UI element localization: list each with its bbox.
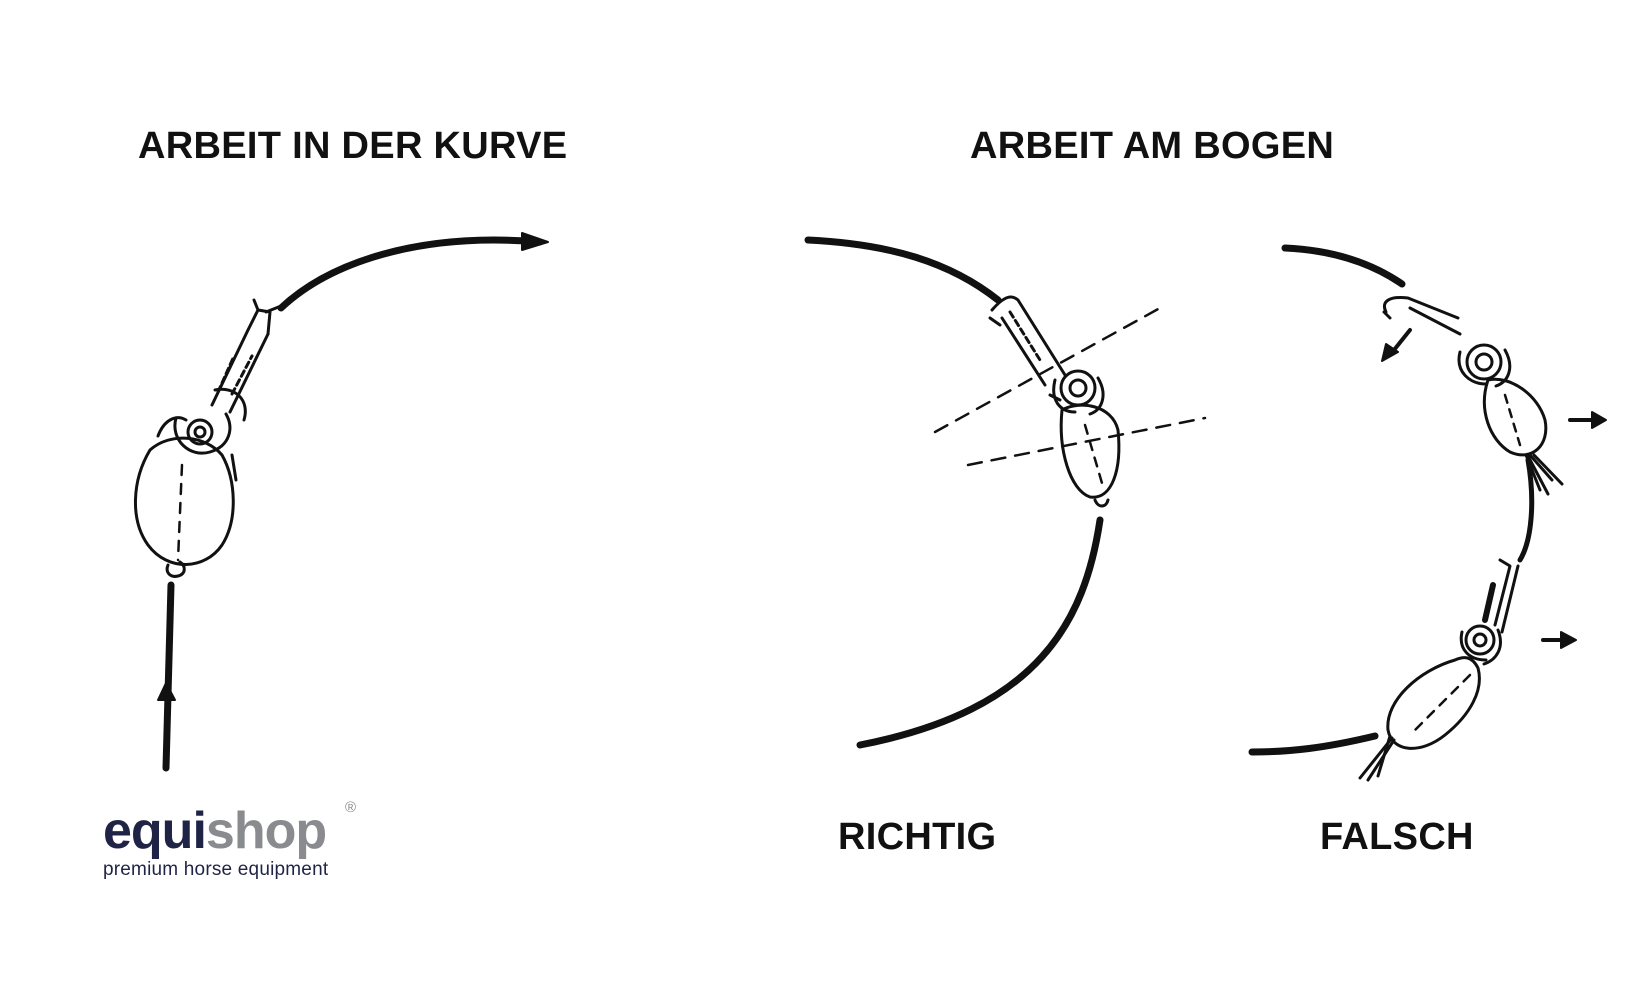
logo-brand-part2: shop: [205, 802, 327, 860]
curve-path-left: [157, 232, 549, 772]
equishop-logo: equishop ® premium horse equipment: [103, 799, 356, 881]
logo-brand-part1: equi: [103, 802, 207, 860]
arc-path-correct: [804, 236, 1104, 749]
heading-work-in-curve: ARBEIT IN DER KURVE: [138, 125, 568, 167]
heading-work-on-arc: ARBEIT AM BOGEN: [970, 125, 1335, 167]
registered-mark: ®: [345, 799, 357, 816]
label-wrong: FALSCH: [1320, 816, 1474, 858]
horse-curve-left: [133, 298, 288, 578]
logo-tagline: premium horse equipment: [103, 859, 329, 880]
arc-path-wrong: [1248, 244, 1535, 756]
horse-arc-correct: [933, 295, 1207, 508]
label-correct: RICHTIG: [838, 816, 997, 858]
arrow-icon: [1381, 328, 1607, 649]
horse-arc-wrong-top: [1382, 296, 1564, 496]
logo-wordmark: equishop: [103, 805, 328, 857]
horse-arc-wrong-bottom: [1358, 558, 1520, 782]
